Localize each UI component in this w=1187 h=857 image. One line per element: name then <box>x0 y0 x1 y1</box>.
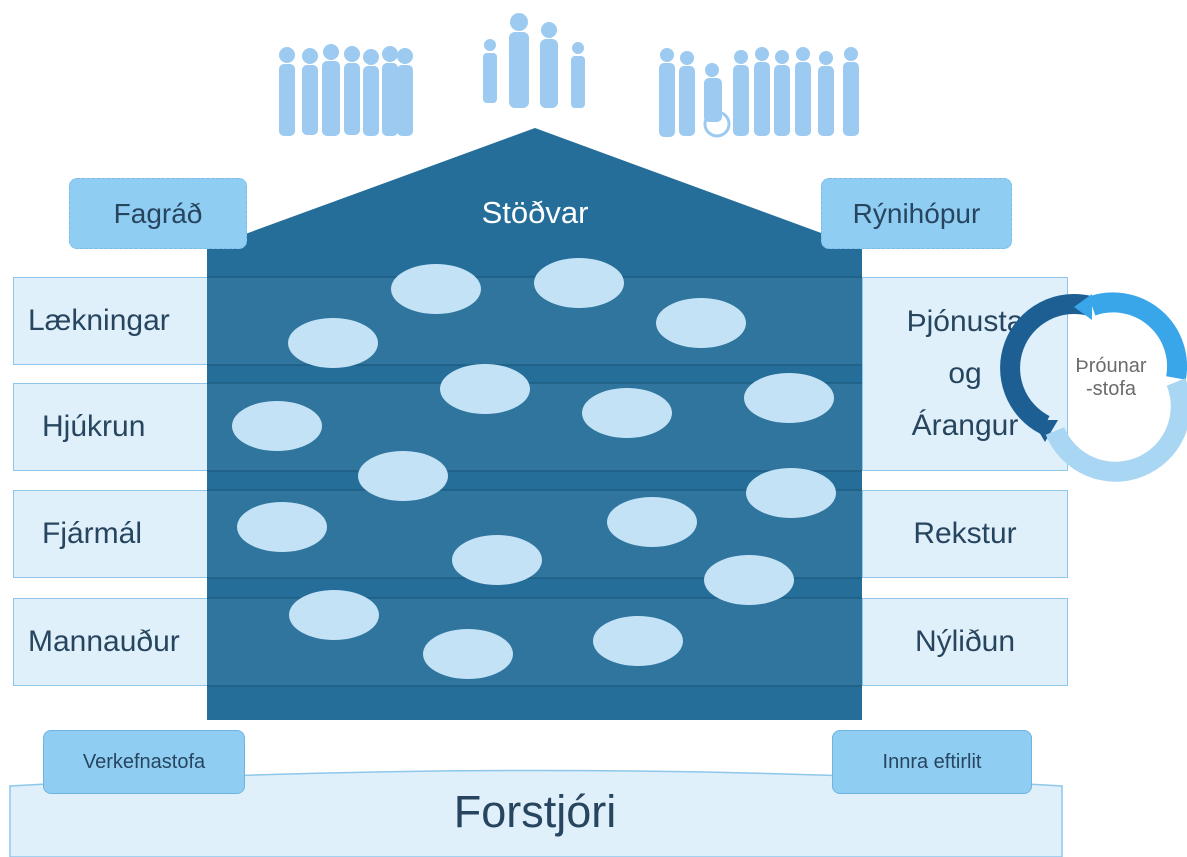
left-row-mannaudur: Mannauður <box>13 598 213 686</box>
fagrad-label: Fagráð <box>113 197 203 229</box>
house-shape <box>207 128 862 720</box>
adults-group-icon <box>279 44 413 136</box>
station-ellipse <box>704 555 794 605</box>
house-title: Stöðvar <box>481 195 589 230</box>
right-row-nylidun: Nýliðun <box>862 598 1068 686</box>
right-row-label-line: Þjónusta <box>906 305 1024 338</box>
station-ellipse <box>452 535 542 585</box>
left-row-laekningar: Lækningar <box>13 277 213 365</box>
station-ellipse <box>288 318 378 368</box>
station-ellipse <box>582 388 672 438</box>
base-title: Forstjóri <box>453 786 617 837</box>
left-row-label: Fjármál <box>42 517 143 550</box>
cycle-label-line1: Þróunar <box>1075 355 1147 377</box>
station-ellipse <box>289 590 379 640</box>
rynihopur-box: Rýnihópur <box>821 178 1012 249</box>
station-ellipse <box>391 264 481 314</box>
left-row-fjarmal: Fjármál <box>13 490 213 578</box>
station-ellipse <box>358 451 448 501</box>
right-row-thjonusta: Þjónusta og Árangur <box>862 277 1068 471</box>
left-row-hjukrun: Hjúkrun <box>13 383 213 471</box>
innra-eftirlit-box: Innra eftirlit <box>832 730 1032 794</box>
family-group-icon <box>483 13 585 108</box>
verkefnastofa-box: Verkefnastofa <box>43 730 245 794</box>
left-row-label: Hjúkrun <box>42 410 146 443</box>
station-ellipse <box>746 468 836 518</box>
innra-eftirlit-label: Innra eftirlit <box>882 750 982 773</box>
station-ellipse <box>593 616 683 666</box>
right-row-label: Nýliðun <box>914 625 1016 658</box>
rynihopur-label: Rýnihópur <box>852 197 981 229</box>
fagrad-box: Fagráð <box>69 178 247 249</box>
right-row-label: Rekstur <box>913 517 1017 550</box>
station-ellipse <box>744 373 834 423</box>
elderly-group-icon <box>659 47 859 138</box>
right-row-label-line: Árangur <box>911 409 1019 442</box>
left-row-label: Mannauður <box>28 625 180 658</box>
station-ellipse <box>423 629 513 679</box>
cycle-label: Þróunar -stofa <box>1054 355 1168 401</box>
right-row-label-line: og <box>948 357 982 390</box>
station-ellipse <box>440 364 530 414</box>
station-ellipse <box>237 502 327 552</box>
cycle-label-line2: -stofa <box>1085 378 1137 400</box>
station-ellipse <box>607 497 697 547</box>
right-row-rekstur: Rekstur <box>862 490 1068 578</box>
station-ellipse <box>656 298 746 348</box>
station-ellipse <box>232 401 322 451</box>
cycle-arrows-icon <box>1000 292 1187 482</box>
left-row-label: Lækningar <box>28 304 170 337</box>
station-ellipse <box>534 258 624 308</box>
verkefnastofa-label: Verkefnastofa <box>82 750 206 773</box>
